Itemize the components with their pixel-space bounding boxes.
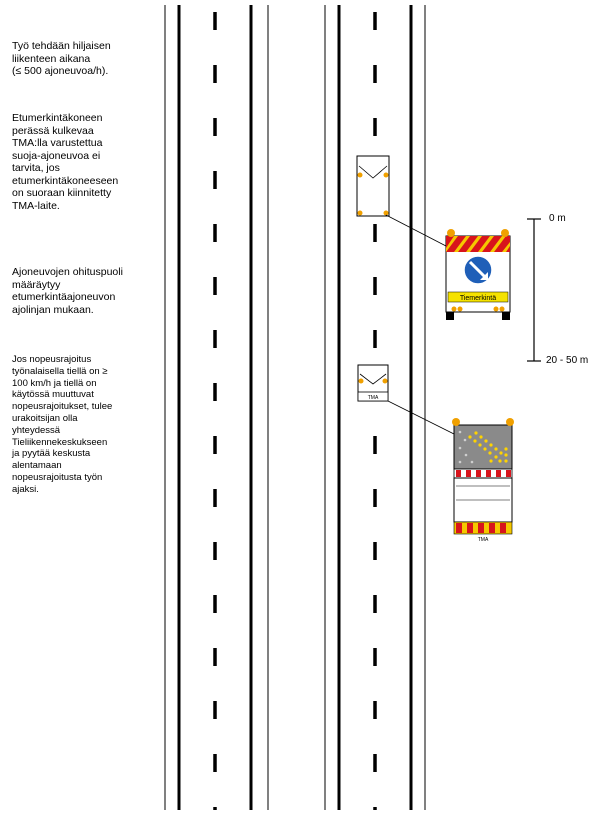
note-speed-limit: Jos nopeusrajoitus työnalaisella tiellä … (12, 354, 113, 495)
arrow-light-icon (468, 431, 508, 463)
leader-line-bottom (387, 400, 457, 436)
note-low-traffic: Työ tehdään hiljaisen liikenteen aikana … (12, 40, 111, 77)
note-protective-vehicle: Etumerkintäkoneen perässä kulkevaa TMA:l… (12, 112, 119, 212)
tma-plate: TMA (478, 537, 489, 543)
distance-scale (527, 218, 541, 362)
leader-line-top (385, 214, 447, 247)
panel-text: Tiemerkintä (460, 295, 496, 302)
marking-machine-rear-view: Tiemerkintä (445, 229, 511, 320)
distance-label-start: 0 m (549, 213, 566, 224)
tma-vehicle: TMA (357, 364, 389, 402)
marking-machine-vehicle (356, 155, 390, 217)
tma-rear-view: TMA (452, 418, 514, 543)
distance-label-end: 20 - 50 m (546, 355, 589, 366)
tma-tag: TMA (368, 395, 379, 401)
note-passing-side: Ajoneuvojen ohituspuoli määräytyy etumer… (12, 266, 123, 316)
